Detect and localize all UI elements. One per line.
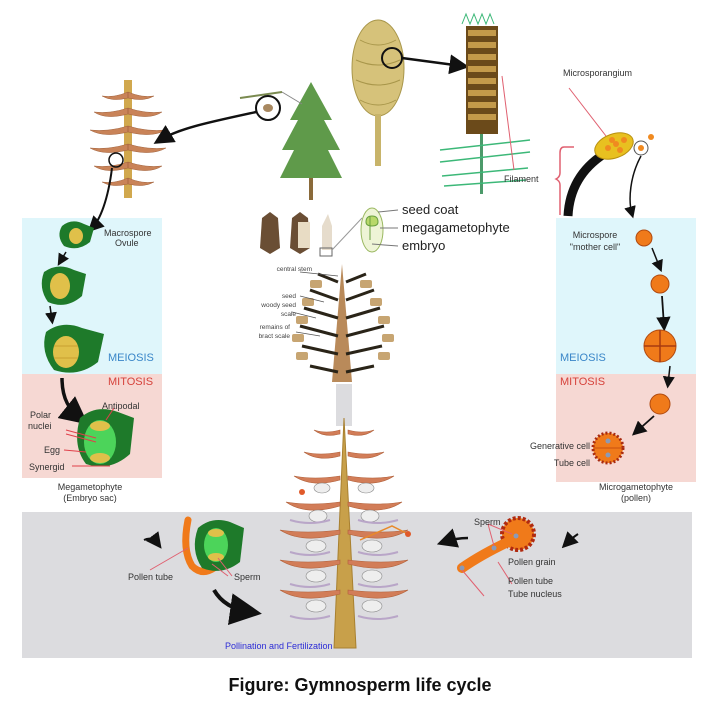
- figure-caption: Figure: Gymnosperm life cycle: [228, 675, 492, 695]
- pollination-fertilization-title: Pollination and Fertilization: [225, 641, 333, 651]
- megagametophyte-embryo-sac: [63, 407, 134, 467]
- female-meiosis-label: MEIOSIS: [108, 352, 154, 364]
- label-pollen-grain: Pollen grain: [508, 557, 556, 567]
- label-microspore-1: Microspore: [572, 230, 618, 240]
- label-egg: Egg: [44, 445, 61, 455]
- fertilization-left: [143, 516, 262, 626]
- female-mitosis-label: MITOSIS: [108, 376, 154, 388]
- male-cone: [439, 12, 531, 194]
- label-sperm-left: Sperm: [234, 572, 261, 582]
- label-filament: Filament: [504, 174, 539, 184]
- label-microgametophyte: Microgametophyte: [598, 482, 674, 492]
- label-pollen: (pollen): [620, 493, 651, 503]
- label-tube-nucleus: Tube nucleus: [508, 589, 562, 599]
- arrow-ovule-1-2: [57, 251, 70, 266]
- label-cone-seed: seed: [281, 293, 296, 300]
- ovulate-cone-cross-section: [279, 417, 411, 649]
- arrow-to-microspore: [624, 155, 642, 219]
- label-pollen-tube-right: Pollen tube: [508, 576, 554, 586]
- label-microsporangium: Microsporangium: [563, 68, 633, 78]
- mature-cone: [291, 264, 394, 426]
- male-mitosis-panel: [556, 374, 696, 482]
- label-synergid: Synergid: [29, 462, 65, 472]
- label-central-stem: central stem: [276, 266, 312, 273]
- label-bract-1: remains of: [259, 324, 290, 331]
- label-tube-cell: Tube cell: [553, 458, 590, 468]
- label-ovule: Ovule: [115, 238, 139, 248]
- label-embryo-sac: (Embryo sac): [63, 493, 117, 503]
- arrow-to-macrospore: [87, 167, 113, 233]
- label-microspore-2: "mother cell": [569, 242, 621, 252]
- seed-samples: [260, 207, 399, 257]
- label-pollen-tube-left: Pollen tube: [128, 572, 174, 582]
- arrow-ovule-2-3: [44, 305, 57, 325]
- label-seed-coat: seed coat: [402, 202, 459, 217]
- ovule-stage-3: [44, 324, 104, 373]
- branch-cone: [239, 91, 303, 121]
- label-antipodal: Antipodal: [102, 401, 140, 411]
- label-polar-nuclei-1: Polar: [30, 410, 52, 420]
- female-cone: [351, 19, 405, 166]
- fertilization-right: [436, 516, 579, 597]
- label-sperm-right: Sperm: [474, 517, 501, 527]
- label-woody-seed-2: scale: [280, 311, 296, 318]
- microsporangium: [501, 75, 654, 217]
- ovule-stage-1: [59, 221, 94, 249]
- label-megagametophyte-seed: megagametophyte: [402, 220, 510, 235]
- arrow-to-megagametophyte: [57, 377, 89, 425]
- label-polar-nuclei-2: nuclei: [28, 421, 52, 431]
- microspore-stages: [591, 229, 677, 465]
- arrow-to-male-cone: [401, 54, 470, 75]
- label-embryo: embryo: [402, 238, 446, 253]
- label-generative-cell: Generative cell: [529, 441, 590, 451]
- label-macrospore: Macrospore: [104, 228, 152, 238]
- pine-tree: [280, 82, 342, 200]
- label-megagametophyte: Megametophyte: [57, 482, 123, 492]
- arrow-to-young-cone: [153, 110, 257, 144]
- label-bract-2: bract scale: [258, 333, 290, 340]
- ovule-stage-2: [41, 266, 86, 305]
- male-mitosis-label: MITOSIS: [560, 376, 606, 388]
- male-meiosis-label: MEIOSIS: [560, 352, 606, 364]
- young-female-cone: [89, 80, 167, 198]
- label-woody-seed-1: woody seed: [261, 302, 296, 309]
